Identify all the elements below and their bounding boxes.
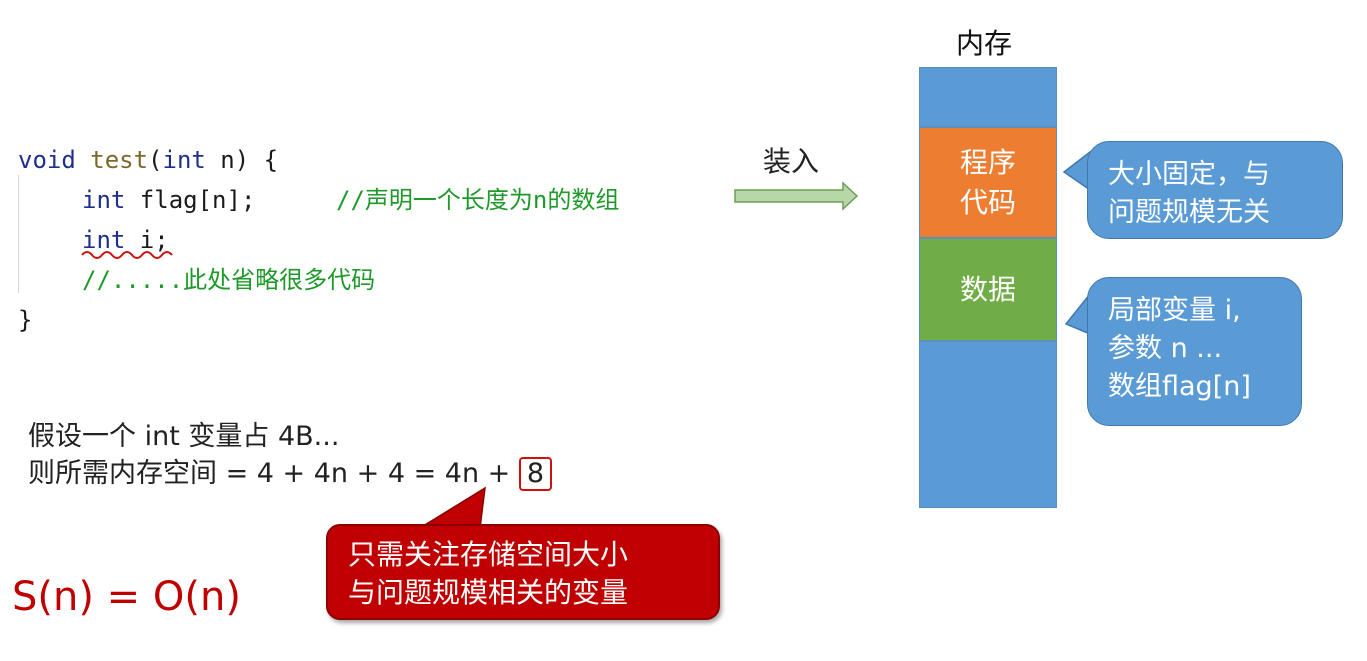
squiggle-underline xyxy=(81,251,173,259)
memory-segment-bottom xyxy=(919,341,1057,508)
code-line-1: void test(int n) { xyxy=(18,146,279,174)
load-arrow-icon xyxy=(734,181,859,211)
assumption-line-2: 则所需内存空间 = 4 + 4n + 4 = 4n + 8 xyxy=(28,455,553,492)
memory-segment-top xyxy=(919,67,1057,127)
memory-segment-code: 程序 代码 xyxy=(919,127,1057,238)
code-line-3: int i; xyxy=(82,226,169,254)
memory-segment-data: 数据 xyxy=(919,238,1057,341)
code-line-2: int flag[n]; xyxy=(82,186,256,214)
assumption-line-1: 假设一个 int 变量占 4B... xyxy=(28,421,340,452)
space-complexity: S(n) = O(n) xyxy=(12,574,241,620)
constant-term: 8 xyxy=(518,457,553,491)
red-callout-note: 只需关注存储空间大小 与问题规模相关的变量 xyxy=(326,524,720,620)
load-label: 装入 xyxy=(763,145,820,178)
code-comment-omitted: //.....此处省略很多代码 xyxy=(82,266,376,294)
code-line-5: } xyxy=(18,306,33,334)
code-comment-array: //声明一个长度为n的数组 xyxy=(336,186,620,214)
callout-data-note: 局部变量 i, 参数 n ... 数组flag[n] xyxy=(1087,277,1302,426)
assumption-text: 假设一个 int 变量占 4B... 则所需内存空间 = 4 + 4n + 4 … xyxy=(28,418,553,492)
memory-title: 内存 xyxy=(956,27,1013,60)
memory-column: 程序 代码 数据 xyxy=(919,67,1057,508)
indent-guide xyxy=(18,175,19,293)
callout-code-note: 大小固定，与 问题规模无关 xyxy=(1087,141,1343,239)
